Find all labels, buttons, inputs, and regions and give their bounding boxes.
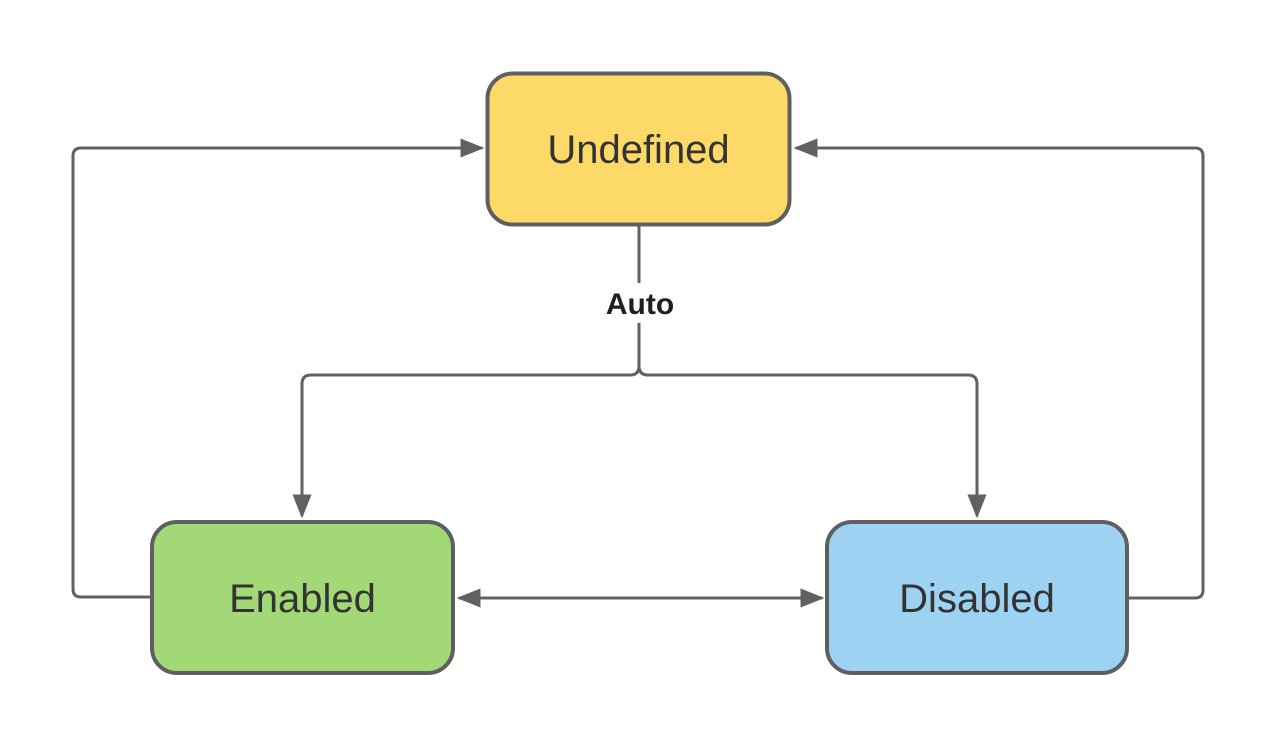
node-disabled: Disabled [825, 520, 1129, 675]
edge-undefined-to-disabled [637, 365, 987, 519]
node-undefined: Undefined [485, 71, 792, 227]
node-disabled-shape [825, 520, 1129, 675]
edge-label-auto: Auto [606, 288, 674, 321]
node-undefined-label: Undefined [547, 128, 729, 172]
node-enabled: Enabled [150, 520, 455, 675]
node-enabled-label: Enabled [229, 577, 376, 621]
node-enabled-shape [150, 520, 455, 675]
edge-label-background [600, 283, 680, 323]
edge-undefined-to-enabled [292, 225, 641, 519]
edge-enabled-to-undefined [71, 138, 485, 599]
node-undefined-shape [485, 71, 792, 227]
edge-disabled-to-undefined [793, 138, 1205, 600]
node-disabled-label: Disabled [899, 577, 1055, 621]
